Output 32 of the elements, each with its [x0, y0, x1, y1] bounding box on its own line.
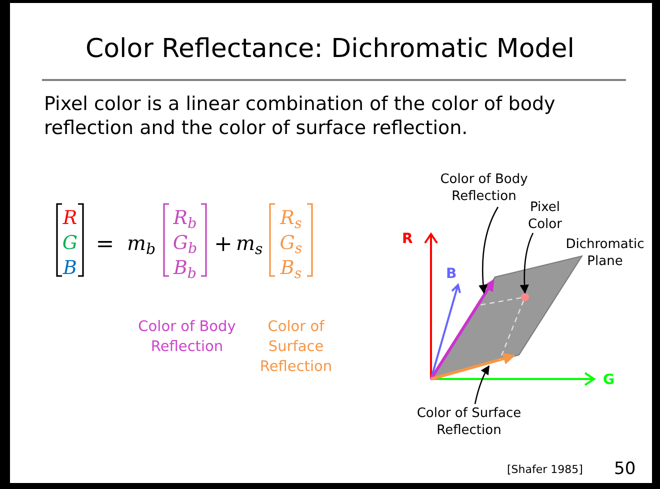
- slide-number: 50: [614, 458, 637, 481]
- caption-text: Color of Body Reflection: [137, 318, 237, 357]
- caption-text: Color of Surface Reflection: [258, 318, 334, 377]
- axis-label: G: [603, 371, 616, 390]
- projection-line: [499, 300, 524, 360]
- pixel-color-dot: [521, 293, 529, 301]
- leader-line: [474, 365, 490, 404]
- citation-text: [Shafer 1985]: [507, 462, 584, 478]
- plus-sign: +: [214, 231, 232, 259]
- axis-label: R: [402, 230, 414, 249]
- plane-label: Dichromatic Plane: [564, 236, 646, 270]
- leader-line: [520, 232, 534, 294]
- matrix-entry: G: [61, 231, 79, 256]
- matrix-entry: G$_{s}$: [278, 231, 304, 258]
- equals-sign: =: [94, 231, 116, 259]
- body-text: Pixel color is a linear combination of the color of body reflection and the color of surface reflection.: [44, 92, 556, 140]
- slide-title: Color Reflectance: Dichromatic Model: [84, 33, 576, 66]
- matrix-entry: R: [62, 206, 78, 231]
- coefficient: m$_{s}$: [236, 230, 264, 258]
- matrix-entry: B$_{s}$: [279, 256, 303, 282]
- matrix-entry: B$_{b}$: [172, 256, 198, 282]
- reflection-vector: [430, 278, 494, 380]
- callout-text: Pixel Color: [519, 199, 571, 233]
- reflection-vector: [430, 352, 516, 380]
- matrix-entry: R$_{s}$: [278, 206, 303, 232]
- matrix-entry: G$_{b}$: [172, 231, 198, 258]
- callout-text: Color of Surface Reflection: [402, 405, 536, 439]
- matrix-entry: R$_{b}$: [172, 206, 198, 232]
- leader-line: [478, 206, 499, 294]
- axis-label: B: [446, 265, 458, 284]
- matrix-entry: B: [62, 256, 78, 281]
- coefficient: m$_{b}$: [127, 230, 157, 258]
